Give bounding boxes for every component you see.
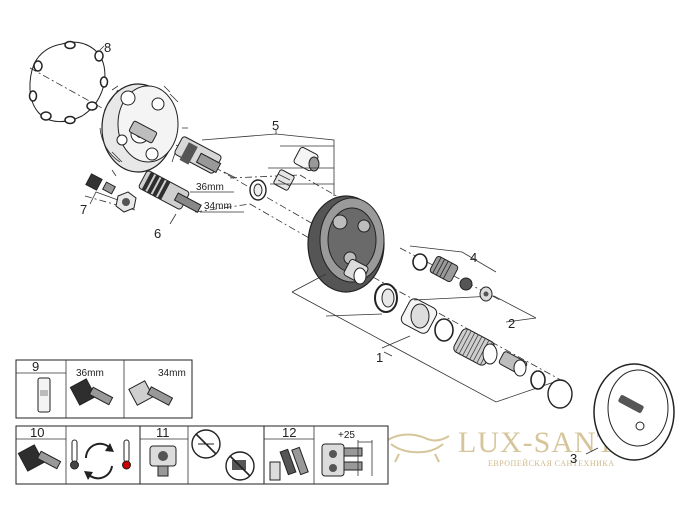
part-4-nut (459, 277, 493, 302)
box-11-number: 11 (156, 425, 170, 440)
part-2-adapter (498, 351, 528, 377)
box-11-cleaning: 11 (139, 425, 265, 485)
part-4-knurled-cap (429, 255, 459, 283)
callout-2: 2 (508, 316, 515, 331)
cartridge-icon (17, 444, 62, 472)
callout-7: 7 (80, 202, 87, 217)
part-1-ring-b (434, 318, 454, 342)
box-9-spare-cartridges: 9 36mm 34mm (15, 359, 193, 419)
thermometer-hot-icon (122, 439, 131, 470)
cartridge-34mm-icon (128, 380, 174, 406)
part-8-seal-ring (28, 40, 109, 125)
part-4-ring (412, 253, 428, 271)
no-abrasive-cleaner-icon (191, 429, 221, 459)
part-6-cartridge-36mm (138, 170, 202, 213)
bathtub-logo-icon (384, 433, 450, 463)
part-5-spline-adapter (273, 169, 295, 191)
part-5-sleeve (249, 179, 267, 201)
dim-label-34mm: 34mm (204, 201, 232, 212)
callout-1: 1 (376, 350, 383, 365)
grease-tube-icon (37, 377, 51, 413)
watermark-tagline: ЕВРОПЕЙСКАЯ САНТЕХНИКА (488, 459, 614, 468)
part-5-leader-lines (201, 130, 335, 196)
callout-6: 6 (154, 226, 161, 241)
part-7-nut (115, 191, 137, 213)
box-10-reversal: 10 (15, 425, 141, 485)
box-12-number: 12 (282, 425, 296, 440)
box-9-label-34mm: 34mm (158, 368, 186, 379)
callout-4: 4 (470, 250, 477, 265)
callout-5: 5 (272, 118, 279, 133)
part-5-cartridge (174, 136, 237, 179)
part-3-trim-plate (547, 363, 675, 461)
extended-housing-icon (321, 440, 373, 477)
part-1-sleeve (400, 298, 438, 334)
valve-housing-icon (149, 445, 177, 477)
part-5-cap (293, 146, 320, 172)
callout-3: 3 (570, 451, 577, 466)
box-9-label-36mm: 36mm (76, 368, 104, 379)
cartridge-36mm-icon (69, 378, 114, 406)
part-2-ring (530, 370, 546, 390)
box-10-number: 10 (30, 425, 44, 440)
part-6-dim-lines (169, 191, 244, 225)
thermometer-cold-icon (70, 439, 79, 470)
rotate-arrows-icon (84, 442, 114, 480)
part-1-leader-lines (291, 273, 561, 403)
no-brush-icon (225, 451, 255, 481)
callout-8: 8 (104, 40, 111, 55)
extension-pieces-icon (269, 446, 309, 481)
box-12-extension: 12 +25 (263, 425, 389, 485)
valve-body (99, 83, 188, 177)
box-12-plus-25: +25 (338, 430, 355, 441)
part-1-mounting-plate (307, 195, 385, 293)
part-2-knurled-sleeve (453, 328, 498, 366)
part-2-leader-lines (413, 295, 537, 323)
box-9-number: 9 (32, 359, 39, 374)
dim-label-36mm: 36mm (196, 182, 224, 193)
part-7-screw (85, 173, 116, 195)
part-1-ring-a (374, 283, 398, 313)
